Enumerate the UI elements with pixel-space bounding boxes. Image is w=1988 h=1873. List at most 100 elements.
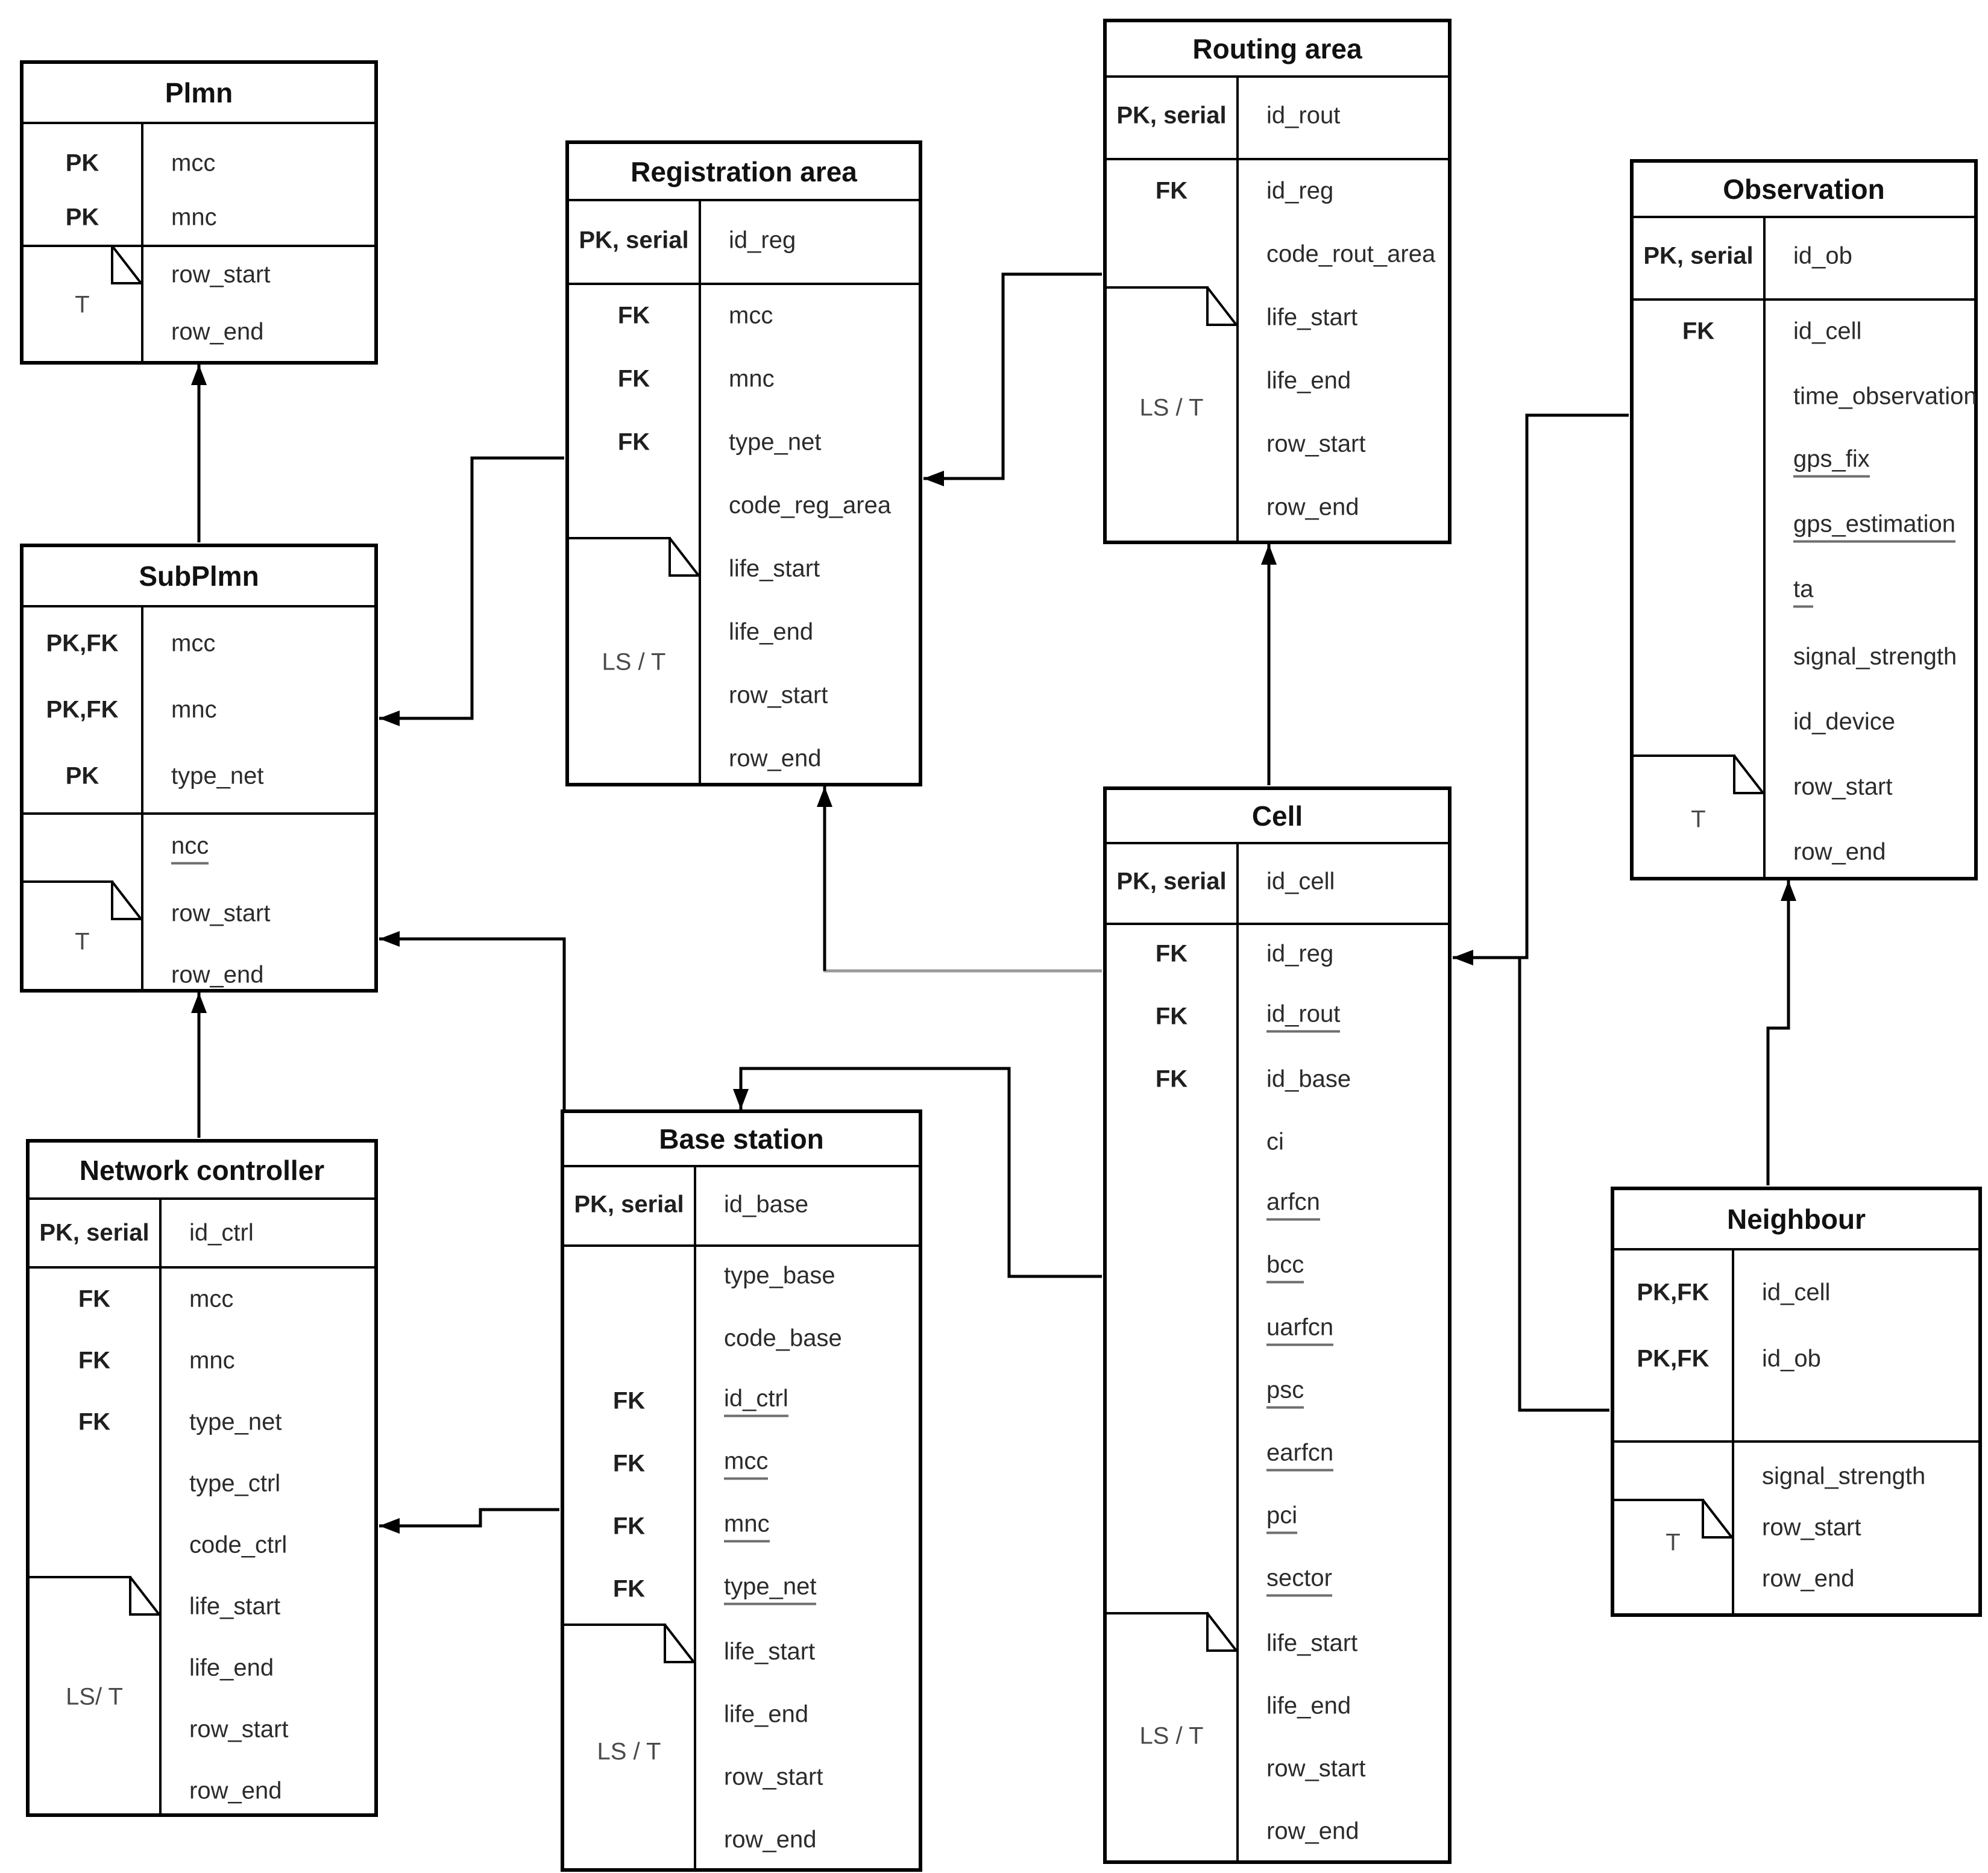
field-name-id_device: id_device — [1793, 708, 1896, 735]
temporal-section-divider — [1614, 1499, 1704, 1501]
field-name-mnc: mnc — [171, 204, 217, 231]
folded-page-icon — [1206, 1612, 1238, 1652]
field-name-type_net: type_net — [729, 428, 822, 456]
temporal-section-divider — [569, 537, 671, 539]
field-name-type_net: type_net — [189, 1408, 282, 1435]
field-name-row_end: row_end — [1266, 1818, 1359, 1845]
field-name-row_end: row_end — [1762, 1565, 1855, 1592]
field-key-mcc: PK — [65, 149, 99, 177]
field-name-pci: pci — [1266, 1502, 1298, 1534]
column-divider — [1236, 78, 1239, 541]
field-name-life_start: life_start — [189, 1593, 281, 1620]
field-name-mcc: mcc — [189, 1285, 234, 1313]
field-name-sector: sector — [1266, 1565, 1332, 1597]
connector-base-station-to-network-controller — [379, 1508, 559, 1528]
column-divider — [1236, 844, 1239, 1860]
field-name-row_end: row_end — [724, 1826, 817, 1853]
field-name-uarfcn: uarfcn — [1266, 1314, 1334, 1346]
section-divider — [1107, 923, 1448, 925]
field-key-id_cell: PK, serial — [1116, 868, 1227, 895]
column-divider — [1763, 218, 1766, 877]
field-name-row_end: row_end — [189, 1777, 282, 1804]
field-name-mcc: mcc — [171, 630, 216, 657]
field-name-mnc: mnc — [189, 1347, 235, 1374]
field-name-row_end: row_end — [1266, 494, 1359, 521]
field-name-mcc: mcc — [724, 1448, 769, 1480]
field-key-mcc: FK — [612, 1450, 646, 1477]
connector-registration-area-to-subplmn — [379, 456, 564, 720]
table-title-cell: Cell — [1107, 790, 1448, 844]
field-name-signal_strength: signal_strength — [1762, 1463, 1926, 1490]
field-name-type_net: type_net — [724, 1573, 817, 1605]
field-name-id_ctrl: id_ctrl — [189, 1219, 254, 1246]
section-divider — [1634, 298, 1974, 301]
temporal-label: T — [1691, 806, 1706, 833]
temporal-label: LS/ T — [66, 1683, 123, 1710]
section-divider — [30, 1266, 374, 1269]
field-name-id_ob: id_ob — [1793, 242, 1852, 269]
field-name-id_reg: id_reg — [1266, 940, 1334, 967]
temporal-label: T — [75, 928, 90, 955]
field-name-id_reg: id_reg — [729, 227, 796, 254]
field-name-id_rout: id_rout — [1266, 102, 1341, 129]
arrowhead-cell-to-registration-area — [817, 786, 832, 807]
field-name-row_start: row_start — [1793, 773, 1893, 800]
field-name-psc: psc — [1266, 1377, 1304, 1409]
field-key-mcc: FK — [78, 1285, 111, 1313]
connector-neighbour-to-observation — [1766, 880, 1790, 1185]
table-title-registration-area: Registration area — [569, 144, 919, 201]
field-name-type_base: type_base — [724, 1262, 835, 1289]
column-divider — [159, 1200, 162, 1813]
field-name-life_start: life_start — [724, 1638, 816, 1665]
section-divider — [564, 1244, 919, 1247]
field-name-bcc: bcc — [1266, 1252, 1304, 1284]
field-name-mcc: mcc — [729, 302, 773, 329]
arrowhead-base-station-to-subplmn — [379, 931, 400, 947]
table-title-neighbour: Neighbour — [1614, 1190, 1978, 1250]
field-key-id_base: FK — [1155, 1065, 1188, 1093]
field-key-id_cell: FK — [1682, 318, 1715, 345]
folded-page-icon — [1733, 755, 1764, 794]
arrowhead-registration-area-to-subplmn — [379, 711, 400, 726]
field-name-life_end: life_end — [1266, 367, 1351, 394]
folded-page-icon — [664, 1624, 695, 1663]
field-name-life_start: life_start — [729, 555, 820, 582]
field-name-id_rout: id_rout — [1266, 1001, 1341, 1033]
field-name-id_cell: id_cell — [1762, 1279, 1831, 1306]
field-name-row_end: row_end — [1793, 838, 1886, 865]
temporal-label: LS / T — [1139, 1722, 1204, 1749]
field-key-type_net: FK — [612, 1575, 646, 1602]
field-name-row_start: row_start — [1266, 1755, 1366, 1782]
connector-base-station-to-subplmn — [379, 937, 566, 1109]
field-name-life_end: life_end — [189, 1654, 274, 1681]
table-title-network-controller: Network controller — [30, 1143, 374, 1200]
temporal-section-divider — [24, 880, 113, 883]
arrowhead-subplmn-to-plmn — [191, 365, 207, 385]
field-name-row_start: row_start — [171, 261, 271, 288]
field-key-id_cell: PK,FK — [1637, 1279, 1710, 1306]
column-divider — [699, 201, 701, 783]
field-key-id_ctrl: PK, serial — [39, 1219, 149, 1246]
table-title-subplmn: SubPlmn — [24, 547, 374, 607]
field-name-code_rout_area: code_rout_area — [1266, 240, 1436, 268]
arrowhead-routing-area-to-registration-area — [923, 471, 944, 486]
connector-routing-area-to-registration-area — [923, 272, 1102, 480]
field-name-mnc: mnc — [171, 696, 217, 723]
field-key-mcc: FK — [617, 302, 650, 329]
field-key-mnc: FK — [612, 1513, 646, 1540]
field-name-type_ctrl: type_ctrl — [189, 1470, 281, 1497]
section-divider — [24, 245, 374, 247]
field-key-type_net: FK — [617, 428, 650, 456]
field-name-row_start: row_start — [724, 1763, 823, 1790]
section-divider — [1614, 1440, 1978, 1443]
temporal-label: T — [75, 291, 90, 318]
arrowhead-cell-to-base-station — [733, 1089, 749, 1109]
field-key-mnc: FK — [617, 365, 650, 392]
arrowhead-cell-to-routing-area — [1261, 544, 1277, 565]
field-name-mnc: mnc — [724, 1511, 770, 1543]
